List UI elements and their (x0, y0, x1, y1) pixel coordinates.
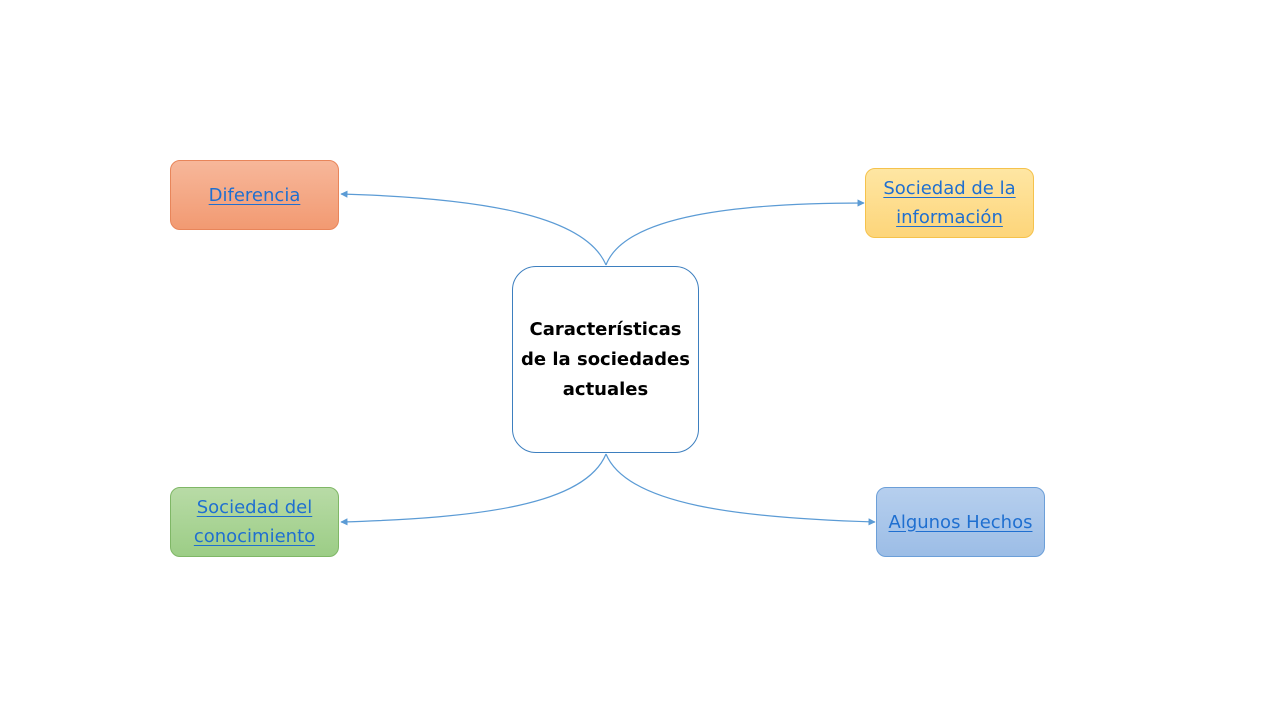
link-sociedad-conocimiento[interactable]: Sociedad del conocimiento (193, 497, 316, 547)
node-sociedad-conocimiento[interactable]: Sociedad del conocimiento (170, 487, 339, 557)
connector-to-sociedad-informacion (605, 199, 865, 266)
node-diferencia[interactable]: Diferencia (170, 160, 339, 230)
link-diferencia[interactable]: Diferencia (208, 184, 301, 206)
center-node-label: Características de la sociedades actuale… (521, 318, 690, 400)
connector-to-algunos-hechos (605, 453, 876, 526)
connector-to-sociedad-conocimiento (340, 453, 607, 526)
link-sociedad-informacion[interactable]: Sociedad de la información (883, 178, 1016, 228)
center-node: Características de la sociedades actuale… (512, 266, 699, 453)
link-algunos-hechos[interactable]: Algunos Hechos (888, 511, 1033, 533)
node-sociedad-informacion[interactable]: Sociedad de la información (865, 168, 1034, 238)
node-algunos-hechos[interactable]: Algunos Hechos (876, 487, 1045, 557)
connector-to-diferencia (340, 190, 607, 266)
